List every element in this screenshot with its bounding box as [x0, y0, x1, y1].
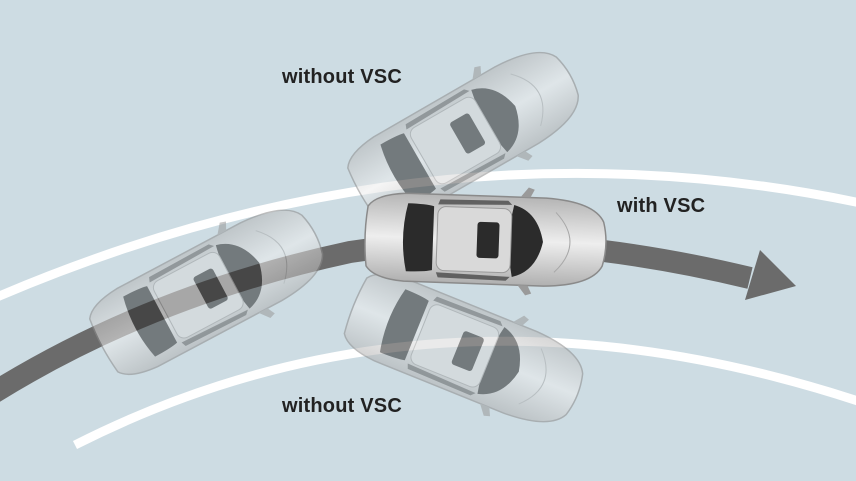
trajectory-arrowhead: [745, 250, 796, 300]
main-car: [362, 181, 609, 299]
label-without-vsc-bottom: without VSC: [282, 395, 402, 417]
label-without-vsc-top: without VSC: [282, 66, 402, 88]
label-with-vsc: with VSC: [617, 195, 706, 217]
